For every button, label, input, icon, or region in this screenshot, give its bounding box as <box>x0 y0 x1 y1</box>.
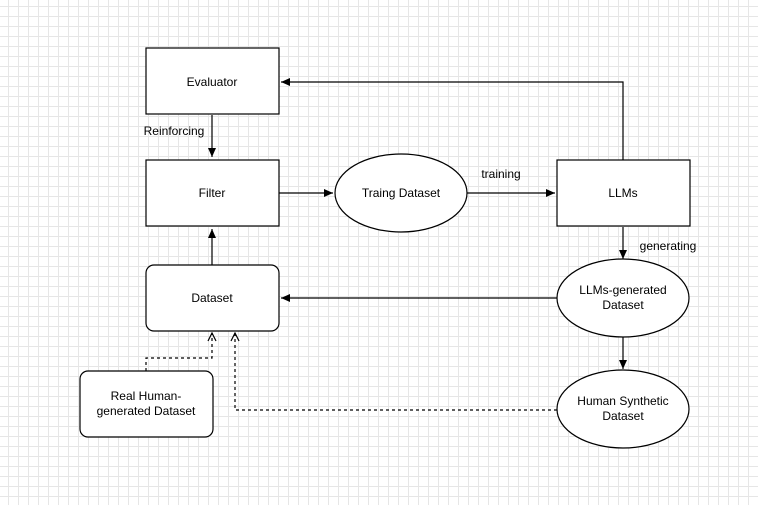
node-human-synthetic-dataset[interactable]: Human Synthetic Dataset <box>556 369 690 449</box>
node-dataset[interactable]: Dataset <box>145 264 280 332</box>
node-human-synthetic-label-line1: Human Synthetic <box>577 394 668 408</box>
edges <box>145 78 627 411</box>
node-filter-label: Filter <box>199 186 226 200</box>
node-evaluator-label: Evaluator <box>187 75 238 89</box>
node-llms-label: LLMs <box>608 186 637 200</box>
edge-real-human-to-dataset <box>145 333 212 371</box>
node-real-human-label-line2: generated Dataset <box>97 404 196 418</box>
edge-label-training: training <box>481 167 520 181</box>
node-human-synthetic-label-line2: Dataset <box>602 409 644 423</box>
edge-label-generating: generating <box>640 239 697 253</box>
edge-llms-to-evaluator <box>281 78 624 160</box>
edge-labels: Reinforcing training generating <box>144 124 697 253</box>
node-filter[interactable]: Filter <box>145 159 280 227</box>
node-dataset-label: Dataset <box>191 291 233 305</box>
node-evaluator[interactable]: Evaluator <box>145 47 280 115</box>
edge-label-reinforcing: Reinforcing <box>144 124 205 138</box>
node-real-human-label-line1: Real Human- <box>111 389 182 403</box>
node-llms-generated-label-line1: LLMs-generated <box>579 283 666 297</box>
node-llms[interactable]: LLMs <box>556 159 691 227</box>
node-llms-generated-label-line2: Dataset <box>602 298 644 312</box>
edge-human-synthetic-to-dataset <box>235 333 557 411</box>
node-real-human-generated-dataset[interactable]: Real Human- generated Dataset <box>79 370 214 438</box>
node-training-dataset[interactable]: Traing Dataset <box>334 153 468 233</box>
node-llms-generated-dataset[interactable]: LLMs-generated Dataset <box>556 258 690 338</box>
node-training-dataset-label: Traing Dataset <box>362 186 441 200</box>
